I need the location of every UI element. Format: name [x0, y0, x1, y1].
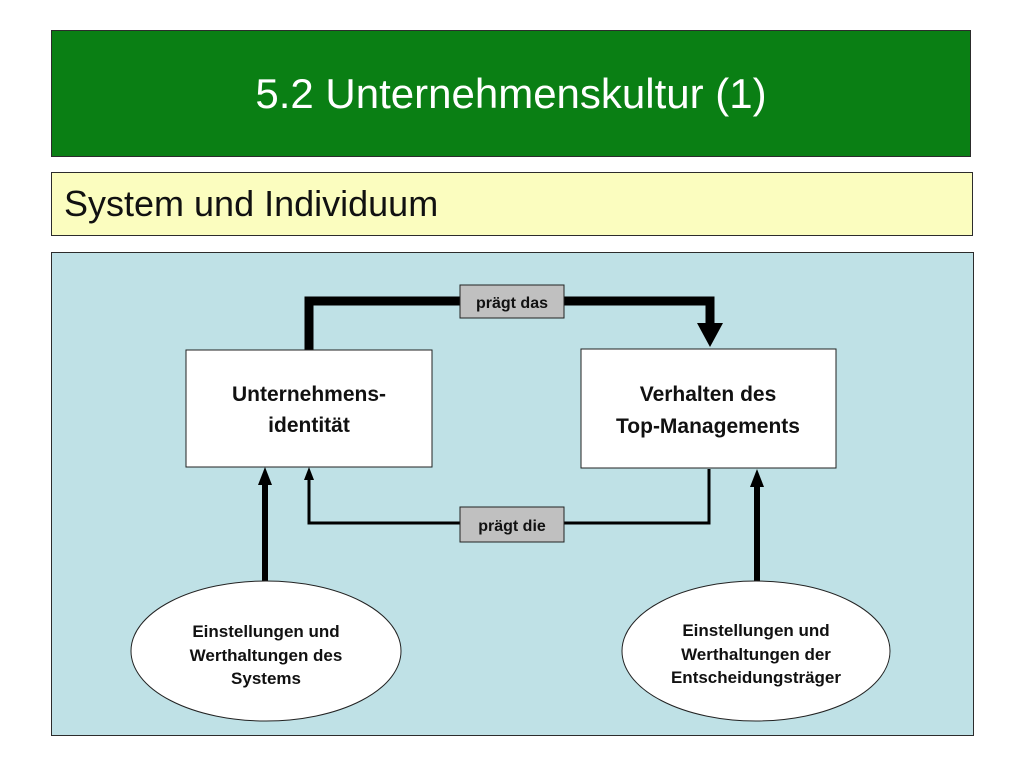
node-system-values: Einstellungen und Werthaltungen des Syst… — [130, 580, 402, 722]
node-management-line-1: Verhalten des — [640, 383, 777, 406]
arrowhead-to-management — [697, 323, 723, 347]
slide-subtitle-bar: System und Individuum — [51, 172, 973, 236]
arrowhead-to-identity — [304, 467, 314, 480]
arrowhead-system-values — [258, 467, 272, 485]
node-system-values-line-3: Systems — [231, 669, 301, 688]
edge-label-top: prägt das — [459, 284, 565, 319]
edge-label-bottom: prägt die — [459, 506, 565, 543]
node-management-line-2: Top-Managements — [616, 415, 800, 438]
node-identity-line-2: identität — [268, 414, 350, 437]
node-system-values-line-1: Einstellungen und — [192, 622, 339, 641]
node-system-values-line-2: Werthaltungen des — [190, 646, 343, 665]
node-decision-values-line-1: Einstellungen und — [682, 621, 829, 640]
slide-title-bar: 5.2 Unternehmenskultur (1) — [51, 30, 971, 157]
arrowhead-decision-values — [750, 469, 764, 487]
node-decision-values-line-2: Werthaltungen der — [681, 645, 831, 664]
node-management: Verhalten des Top-Managements — [580, 348, 837, 469]
node-identity: Unternehmens- identität — [185, 349, 433, 468]
edge-label-top-text: prägt das — [476, 295, 548, 312]
node-decision-values: Einstellungen und Werthaltungen der Ents… — [621, 580, 891, 722]
slide-title: 5.2 Unternehmenskultur (1) — [255, 69, 767, 117]
slide-subtitle: System und Individuum — [64, 183, 439, 224]
edge-label-bottom-text: prägt die — [478, 518, 546, 535]
node-decision-values-line-3: Entscheidungsträger — [671, 668, 841, 687]
node-identity-line-1: Unternehmens- — [232, 383, 386, 406]
